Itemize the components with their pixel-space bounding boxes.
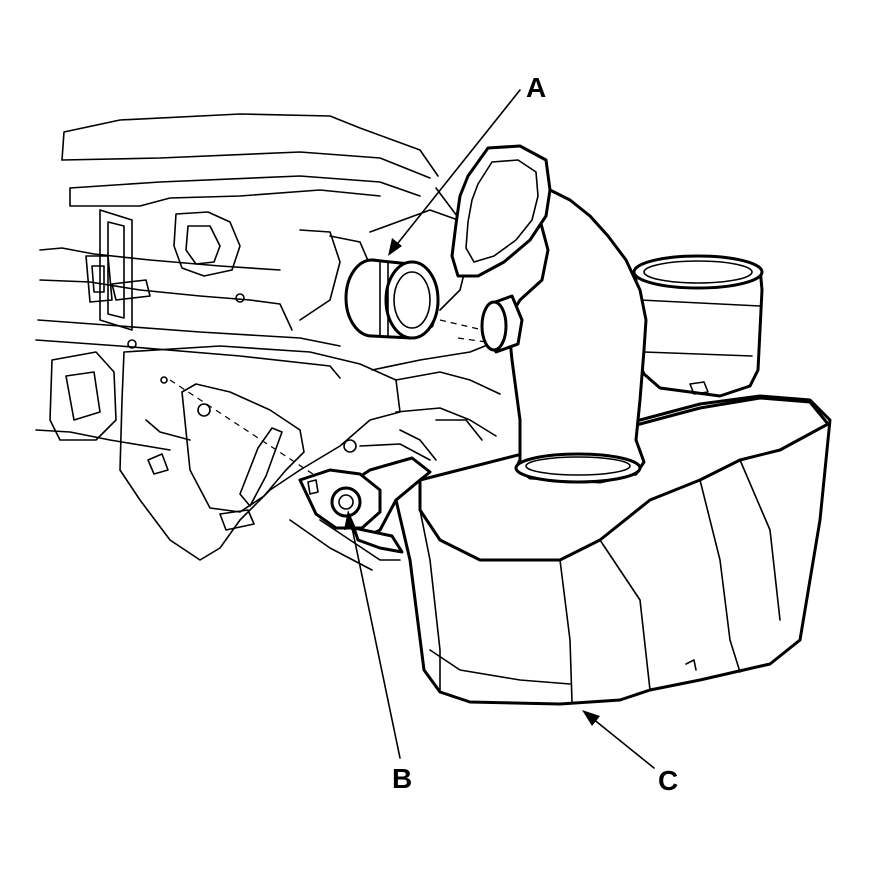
leader-arrows [344, 89, 655, 769]
arrowhead-b [344, 510, 356, 530]
arrowhead-c [582, 710, 600, 726]
engine-bay-background [35, 113, 501, 571]
callout-label-a: A [526, 72, 547, 103]
leader-line-a [393, 89, 521, 249]
callout-label-b: B [392, 763, 413, 794]
mounting-bolt-b [298, 468, 404, 554]
arrowhead-a [388, 238, 402, 256]
callout-label-c: C [658, 765, 679, 796]
air-cleaner-housing-c [328, 144, 832, 706]
leader-line-c [591, 717, 655, 769]
air-intake-pipe-a [344, 258, 440, 340]
leader-line-b [349, 517, 401, 759]
